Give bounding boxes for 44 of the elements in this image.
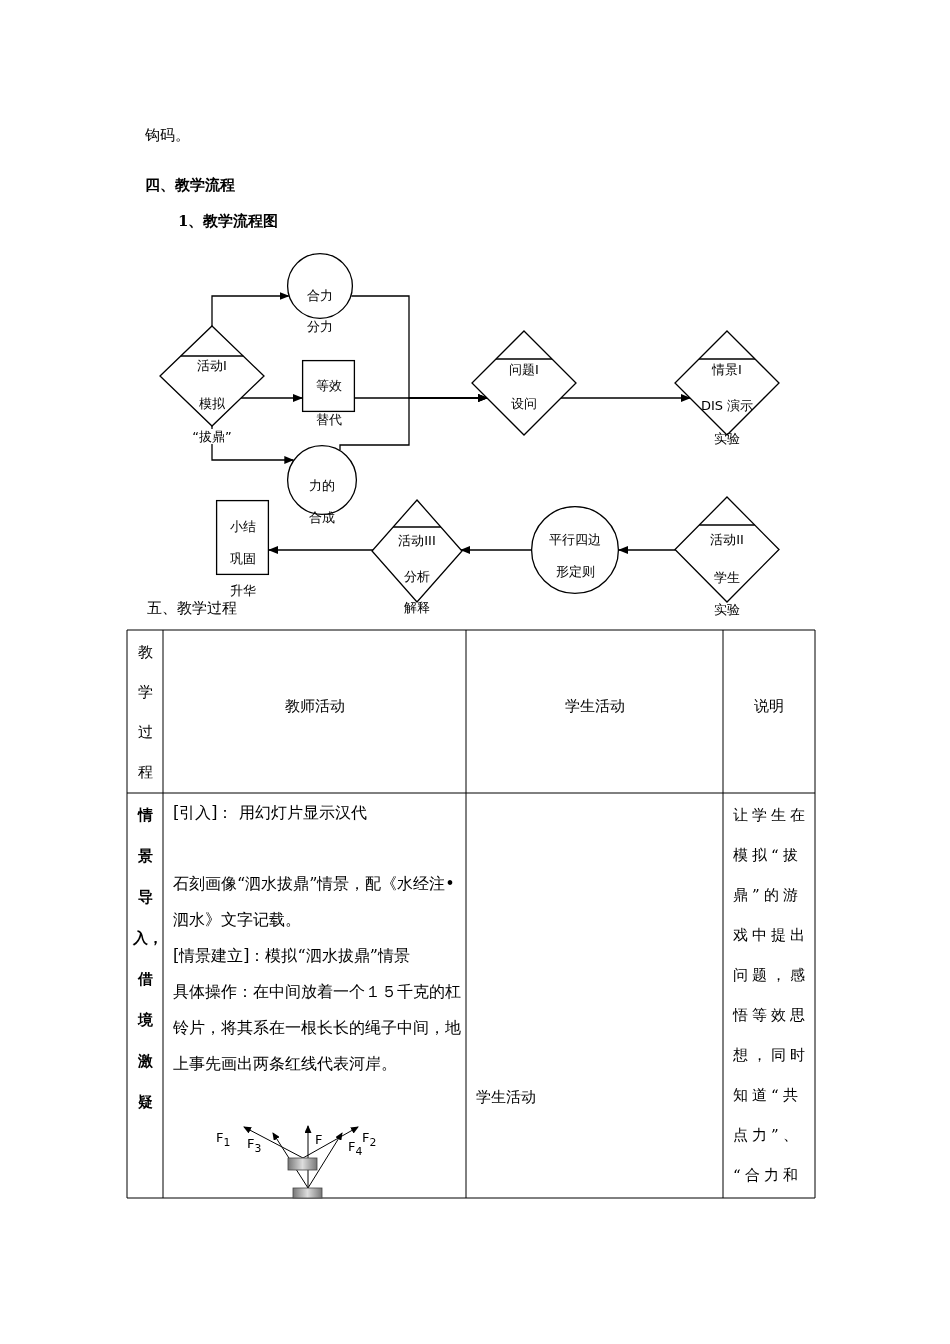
force-label: F bbox=[315, 1132, 324, 1148]
arrow bbox=[460, 546, 532, 554]
node-label: 活动II bbox=[710, 531, 744, 549]
column-heading: 教师活动 bbox=[284, 696, 346, 716]
node-label: 问题I bbox=[509, 361, 539, 379]
arrow bbox=[339, 394, 488, 451]
column-heading: 说明 bbox=[753, 696, 785, 716]
section-heading: 四、教学流程 bbox=[145, 175, 236, 195]
column-heading: 教学过程 bbox=[136, 642, 154, 783]
node-label: 设问 bbox=[511, 394, 537, 413]
section-heading: 1、教学流程图 bbox=[178, 211, 279, 231]
node-label: 活动III bbox=[398, 532, 436, 550]
node-label: 模拟“拔鼎” bbox=[192, 394, 232, 446]
node-label: 平行四边形定则 bbox=[549, 531, 601, 581]
arrow bbox=[268, 546, 374, 554]
decision-diamond bbox=[472, 331, 576, 435]
force-label: F$_{1}$ bbox=[216, 1130, 232, 1151]
node-label: 分析解释 bbox=[404, 567, 430, 617]
paragraph: 让学生在模拟“拔鼎”的游戏中提出问题，感悟等效思想，同时知道“共点力”、“合力和 bbox=[733, 805, 810, 1186]
column-heading: 学生活动 bbox=[563, 696, 626, 716]
node-label: 等效替代 bbox=[315, 377, 342, 429]
arrow bbox=[560, 394, 691, 402]
cell-text: 学生活动 bbox=[476, 1087, 537, 1107]
node-label: 合力分力 bbox=[307, 286, 333, 336]
paragraph: [情景建立]：模拟“泗水拔鼎”情景 bbox=[173, 945, 411, 967]
body-text: 钩码。 bbox=[145, 125, 191, 145]
arrow bbox=[211, 292, 290, 327]
paragraph: 具体操作：在中间放着一个１５千克的杠铃片，将其系在一根长长的绳子中间，地上事先画出两条红线代表河岸。 bbox=[173, 981, 461, 1075]
arrow bbox=[240, 394, 303, 402]
node-label: 活动I bbox=[197, 357, 227, 375]
node-label: DIS 演示实验 bbox=[700, 396, 754, 448]
node-label: 情景I bbox=[712, 361, 742, 379]
paragraph: [引入]： 用幻灯片显示汉代 bbox=[173, 802, 368, 824]
node-label: 学生实验 bbox=[714, 569, 740, 619]
force-label: F$_{2}$ bbox=[362, 1130, 378, 1151]
process-circle bbox=[531, 506, 619, 594]
paragraph: 石刻画像“泗水拔鼎”情景，配《水经注•泗水》文字记载。 bbox=[173, 873, 456, 931]
force-label: F$_{4}$ bbox=[348, 1139, 363, 1160]
node-label: 力的合成 bbox=[309, 477, 335, 527]
row-heading: 情景导入，借境激疑 bbox=[133, 805, 157, 1113]
force-label: F$_{3}$ bbox=[247, 1136, 263, 1157]
section-heading: 五、教学过程 bbox=[147, 598, 238, 618]
node-label: 小结巩固升华 bbox=[229, 518, 256, 600]
arrow bbox=[211, 425, 295, 464]
